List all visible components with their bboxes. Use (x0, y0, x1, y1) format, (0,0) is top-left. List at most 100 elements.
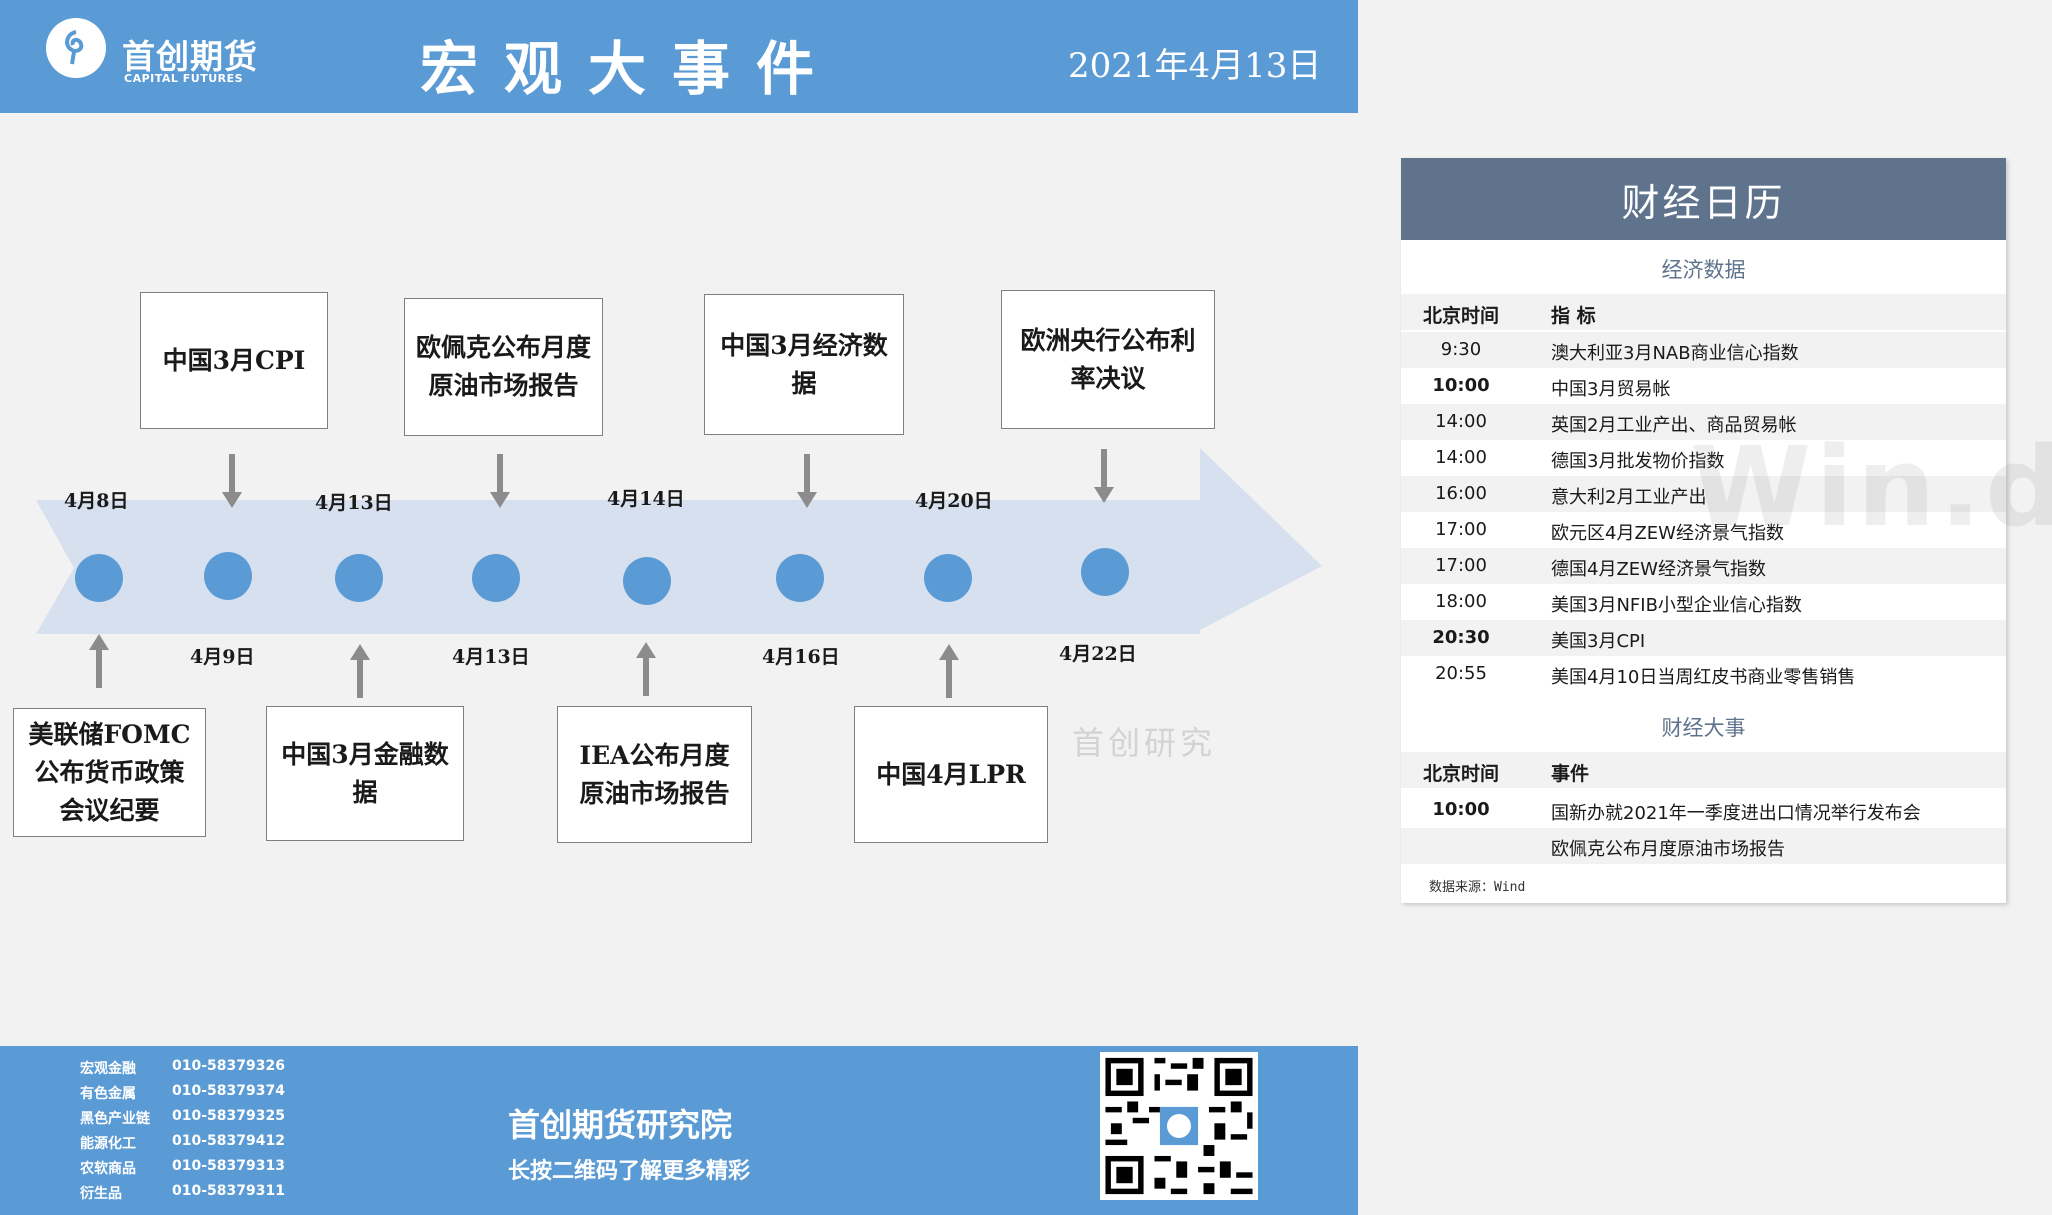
timeline-date: 4月8日 (64, 490, 129, 512)
table-row: 20:55 美国4月10日当周红皮书商业零售销售 (1401, 656, 2006, 692)
timeline-date: 4月9日 (190, 646, 255, 668)
row-indicator: 英国2月工业产出、商品贸易帐 (1551, 415, 1797, 436)
timeline-date: 4月20日 (915, 490, 993, 512)
contact-phone: 010-58379326 (172, 1058, 285, 1074)
timeline-date: 4月13日 (315, 492, 393, 514)
contact-item: 衍生品 010-58379311 (80, 1183, 285, 1203)
table-row: 16:00 意大利2月工业产出 (1401, 476, 2006, 512)
logo-icon (46, 18, 106, 78)
contact-phone: 010-58379412 (172, 1133, 285, 1149)
footer-subtitle: 长按二维码了解更多精彩 (508, 1159, 751, 1184)
row-event: 欧佩克公布月度原油市场报告 (1551, 839, 1785, 860)
row-time: 20:30 (1432, 627, 1490, 648)
arrow-up-icon (89, 634, 109, 688)
table-row: 17:00 欧元区4月ZEW经济景气指数 (1401, 512, 2006, 548)
data-source: 数据来源：Wind (1429, 880, 1526, 895)
row-indicator: 欧元区4月ZEW经济景气指数 (1551, 523, 1784, 544)
col-time-header: 北京时间 (1422, 305, 1499, 327)
contact-dept: 有色金属 (80, 1086, 136, 1102)
timeline-dot (1081, 548, 1129, 596)
row-indicator: 美国3月NFIB小型企业信心指数 (1551, 595, 1802, 616)
qr-code-icon[interactable] (1100, 1052, 1258, 1200)
section-title-events: 财经大事 (1661, 716, 1746, 740)
contact-phone: 010-58379313 (172, 1158, 285, 1174)
table-row: 10:00 国新办就2021年一季度进出口情况举行发布会 (1401, 792, 2006, 828)
table-row: 20:30 美国3月CPI (1401, 620, 2006, 656)
timeline-arrow (36, 448, 1322, 634)
timeline-date: 4月13日 (452, 646, 530, 668)
arrow-down-icon (222, 454, 242, 508)
arrow-down-icon (490, 454, 510, 508)
row-indicator: 意大利2月工业产出 (1551, 487, 1707, 508)
timeline-dot (924, 554, 972, 602)
table-header-row: 北京时间 指 标 (1401, 294, 2006, 330)
logo-text: 首创期货 (122, 37, 258, 76)
col-indicator-header: 指 标 (1551, 305, 1596, 327)
contact-dept: 农软商品 (80, 1161, 136, 1177)
row-time: 17:00 (1435, 555, 1487, 576)
contact-dept: 黑色产业链 (80, 1111, 150, 1127)
contact-phone: 010-58379311 (172, 1183, 285, 1199)
contact-item: 能源化工 010-58379412 (80, 1133, 285, 1153)
page-date: 2021年4月13日 (1068, 46, 1322, 86)
row-indicator: 德国4月ZEW经济景气指数 (1551, 559, 1766, 580)
row-time: 14:00 (1435, 447, 1487, 468)
table-row: 14:00 英国2月工业产出、商品贸易帐 (1401, 404, 2006, 440)
timeline-dot (75, 554, 123, 602)
table-row: 9:30 澳大利亚3月NAB商业信心指数 (1401, 332, 2006, 368)
header-bar (0, 0, 1358, 113)
col-time-header: 北京时间 (1422, 763, 1499, 785)
watermark: 首创研究 (1072, 724, 1217, 762)
col-event-header: 事件 (1551, 763, 1590, 785)
event-box-top-4: 欧洲央行公布利率决议 (1001, 290, 1215, 429)
arrow-up-icon (350, 644, 370, 698)
wind-watermark: Win.d (1690, 423, 2052, 551)
contact-phone: 010-58379325 (172, 1108, 285, 1124)
event-box-bottom-1: 美联储FOMC公布货币政策会议纪要 (13, 708, 206, 837)
arrow-up-icon (636, 642, 656, 696)
timeline-date: 4月22日 (1059, 643, 1137, 665)
row-time: 10:00 (1432, 799, 1490, 820)
page-title: 宏观大事件 (420, 35, 841, 103)
arrow-up-icon (939, 644, 959, 698)
row-time: 17:00 (1435, 519, 1487, 540)
section-title-data: 经济数据 (1661, 258, 1746, 282)
row-indicator: 美国3月CPI (1551, 631, 1646, 652)
footer-title: 首创期货研究院 (508, 1106, 733, 1144)
event-box-top-2: 欧佩克公布月度原油市场报告 (404, 298, 603, 436)
calendar-panel: 财经日历 经济数据 北京时间 指 标 9:30 澳大利亚3月NAB商业信心指数 1… (1401, 158, 2006, 903)
event-box-bottom-2: 中国3月金融数据 (266, 706, 464, 841)
calendar-header (1401, 158, 2006, 240)
contact-item: 宏观金融 010-58379326 (80, 1058, 285, 1078)
timeline-date: 4月14日 (607, 488, 685, 510)
timeline-dot (472, 554, 520, 602)
row-indicator: 美国4月10日当周红皮书商业零售销售 (1551, 667, 1856, 688)
table-row: 欧佩克公布月度原油市场报告 (1401, 828, 2006, 864)
event-box-bottom-3: IEA公布月度原油市场报告 (557, 706, 752, 843)
timeline-date: 4月16日 (762, 646, 840, 668)
event-box-top-3: 中国3月经济数据 (704, 294, 904, 435)
row-time: 14:00 (1435, 411, 1487, 432)
logo-swirl-icon (65, 30, 84, 65)
contact-dept: 能源化工 (80, 1136, 136, 1152)
row-indicator: 中国3月贸易帐 (1551, 379, 1671, 400)
event-box-top-1: 中国3月CPI (140, 292, 328, 429)
contact-dept: 衍生品 (80, 1186, 122, 1202)
table-row: 17:00 德国4月ZEW经济景气指数 (1401, 548, 2006, 584)
contact-dept: 宏观金融 (80, 1061, 136, 1077)
row-time: 9:30 (1440, 339, 1482, 360)
row-indicator: 澳大利亚3月NAB商业信心指数 (1551, 343, 1799, 364)
calendar-title: 财经日历 (1621, 181, 1786, 225)
timeline-dot (776, 554, 824, 602)
row-time: 16:00 (1435, 483, 1487, 504)
arrow-down-icon (1094, 449, 1114, 503)
logo-subtext: CAPITAL FUTURES (124, 72, 244, 85)
timeline-dot (335, 554, 383, 602)
timeline-dot (623, 557, 671, 605)
row-time: 20:55 (1435, 663, 1487, 684)
row-event: 国新办就2021年一季度进出口情况举行发布会 (1551, 803, 1921, 824)
